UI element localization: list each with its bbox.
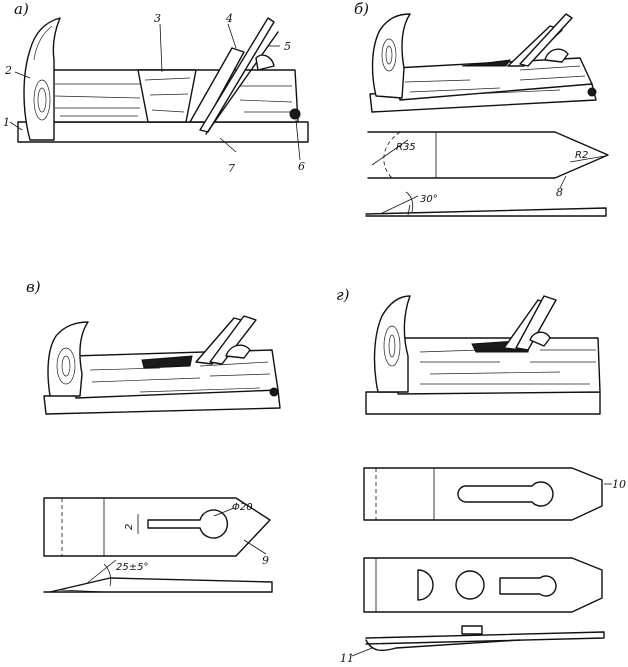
r2-leader (569, 155, 606, 163)
front-horn (23, 17, 61, 141)
angle-25-arc (103, 563, 112, 587)
dim-phi20: Φ20 (232, 502, 253, 513)
chipbreaker-outline (363, 557, 603, 613)
callout-8: 8 (556, 186, 563, 199)
chipbreaker-side (365, 631, 605, 645)
plane-g-horn-grain (383, 325, 401, 367)
callout-lines-a (9, 23, 301, 161)
callout-1: 1 (3, 116, 10, 129)
plane-v-blade (209, 315, 257, 365)
wood-grain-body (54, 83, 293, 117)
chipbreaker-round-hole (455, 570, 485, 600)
callout-2: 2 (4, 64, 12, 77)
angle-30-arc (405, 191, 414, 213)
panel-a-label: а) (14, 0, 29, 18)
panel-a: а) (3, 0, 309, 175)
blade-9-side-slot (59, 589, 107, 593)
mouth-grain (144, 77, 191, 113)
blade-10-outline (363, 467, 603, 521)
dim-slot-width: 2 (124, 524, 135, 530)
panel-b: б) R35 R2 8 30° (354, 0, 609, 217)
blade-9-side (49, 577, 273, 593)
blade-8-radius-arc (383, 131, 401, 179)
plane-v-grain (89, 361, 271, 393)
panel-v: в) Φ20 2 9 (26, 278, 281, 593)
blade-8-outline (367, 131, 609, 179)
wedge (189, 47, 245, 123)
plane-b-blade (519, 13, 573, 67)
plane-b-horn (371, 13, 411, 99)
callout-8-leader (559, 175, 567, 189)
callout-4: 4 (225, 12, 233, 25)
panel-g: г) 10 1 (336, 286, 626, 665)
panel-g-label: г) (336, 286, 350, 304)
callout-11-leader (351, 647, 373, 657)
plane-b-mouth (461, 59, 512, 67)
plane-plug (289, 108, 301, 120)
chipbreaker-slot (499, 575, 557, 597)
plane-b-plug (587, 87, 597, 97)
blade-10-keyhole-slot (457, 481, 554, 507)
plane-g-grain (419, 349, 596, 385)
chipbreaker-curl (365, 639, 521, 652)
phi20-leader (213, 507, 235, 517)
plane-g-sole (365, 391, 601, 415)
plane-v-mouth (141, 355, 193, 369)
horn-grain (33, 25, 53, 121)
dim-r2: R2 (575, 150, 588, 161)
blade-9-outline (43, 497, 271, 557)
callout-3: 3 (154, 12, 161, 25)
plane-v-knob (225, 344, 251, 359)
callout-5: 5 (284, 40, 291, 53)
chipbreaker-half-hole (417, 569, 434, 601)
bevel-tick (407, 204, 411, 216)
plane-sole-strip (17, 121, 309, 143)
blade-8-side (365, 207, 607, 217)
plane-b-grain (404, 65, 586, 95)
panel-b-label: б) (354, 0, 369, 18)
dim-angle-30: 30° (420, 194, 438, 205)
plane-v-horn (47, 321, 89, 397)
plane-g-horn (373, 295, 411, 393)
chip-breaker (205, 31, 279, 135)
r35-leader (371, 139, 409, 166)
callout-9-leader (243, 539, 267, 555)
plane-b-knob (544, 48, 569, 63)
rear-knob (255, 54, 275, 71)
callout-10: 10 (612, 478, 626, 491)
panel-v-label: в) (26, 278, 41, 296)
body-mouth-section (137, 69, 197, 123)
angle-25-line (85, 559, 117, 585)
blade-9-keyhole-slot (147, 509, 229, 539)
callout-6: 6 (298, 160, 305, 173)
dim-r35: R35 (396, 142, 416, 153)
plane-v-horn-grain (56, 347, 76, 385)
callout-7: 7 (228, 162, 235, 175)
plane-blade (199, 17, 275, 133)
chipbreaker-screw (461, 625, 483, 635)
callout-9: 9 (262, 554, 269, 567)
plane-g-knob (529, 331, 551, 347)
plane-v-plug (269, 387, 279, 397)
plane-b-horn-grain (381, 38, 397, 72)
callout-11: 11 (340, 652, 354, 665)
plane-g-blade (515, 295, 557, 351)
dim-angle-25: 25±5° (116, 562, 148, 573)
